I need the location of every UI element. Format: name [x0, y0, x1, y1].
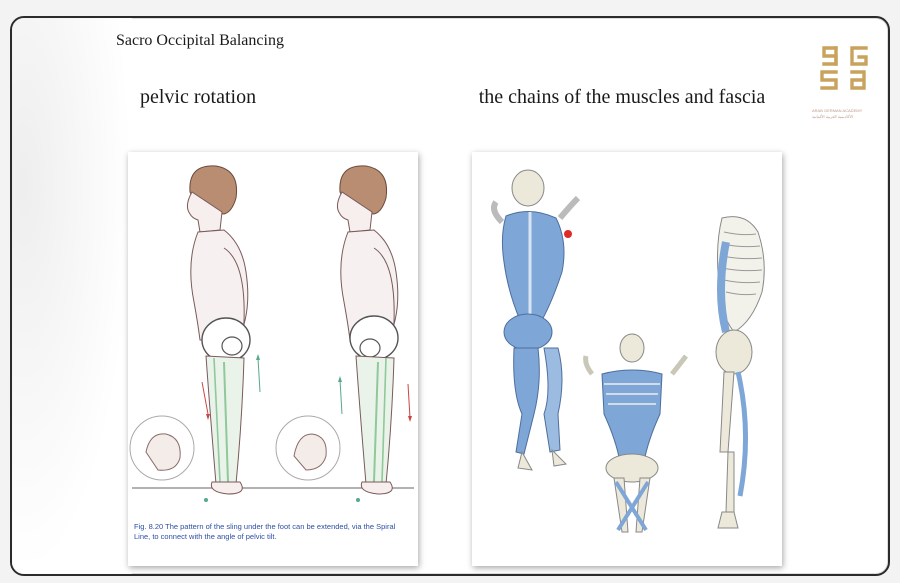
right-column-title: the chains of the muscles and fascia: [472, 82, 772, 112]
left-column-title: pelvic rotation: [140, 86, 310, 109]
logo-subtext: ARAB GERMAN ACADEMY الأكاديمية العربية ا…: [812, 108, 888, 120]
figure-caption: Fig. 8.20 The pattern of the sling under…: [134, 522, 412, 542]
logo-subtext-ar: الأكاديمية العربية الألمانية: [812, 114, 888, 120]
pelvic-rotation-illustration: [128, 152, 418, 512]
muscle-chains-panel: [472, 152, 782, 566]
pelvic-rotation-panel: Fig. 8.20 The pattern of the sling under…: [128, 152, 418, 566]
slide: Sacro Occipital Balancing pelvic rotatio…: [10, 16, 890, 576]
header-title: Sacro Occipital Balancing: [116, 32, 284, 50]
muscle-fascia-chains-illustration: [472, 152, 782, 566]
